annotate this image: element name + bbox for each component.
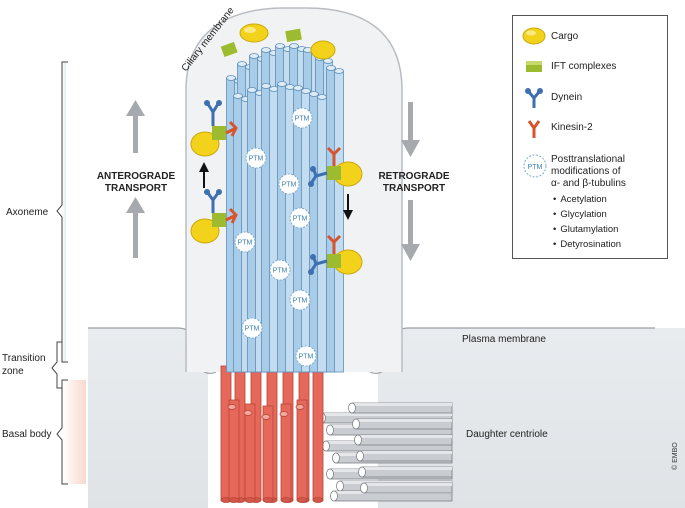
ptm-icon: PTM <box>523 154 547 178</box>
legend-ift: IFT complexes <box>551 61 617 72</box>
anterograde-label-line2: TRANSPORT <box>105 183 167 194</box>
retrograde-label-line2: TRANSPORT <box>383 183 445 194</box>
copyright-label: © EMBO <box>672 442 679 470</box>
ptm-marker: PTM <box>234 231 256 253</box>
ptm-marker: PTM <box>295 345 317 367</box>
transition-zone-bracket <box>51 341 62 389</box>
basal-body-tubule-end <box>227 404 237 410</box>
axoneme-microtubules <box>226 43 344 373</box>
legend-ptm-icon-text: PTM <box>528 164 543 171</box>
centriole-tubule <box>356 450 453 462</box>
daughter-centriole <box>318 402 453 502</box>
ptm-marker: PTM <box>291 107 313 129</box>
ptm-marker: PTM <box>241 317 263 339</box>
retrograde-train-upper <box>308 146 363 187</box>
basal-body-tubule <box>280 403 292 503</box>
ptm-marker-label: PTM <box>282 182 297 189</box>
legend-ptm-line3: α- and β-tubulins <box>551 178 626 189</box>
microtubule <box>293 85 311 373</box>
ptm-marker-label: PTM <box>295 116 310 123</box>
tip-cargo <box>220 23 336 60</box>
ift-complex-icon <box>526 61 542 72</box>
basal-body-tubule-end <box>295 404 305 410</box>
centriole-tubule <box>358 466 453 478</box>
kinesin-icon <box>527 120 541 138</box>
transition-zone-label-line1: Transition <box>2 353 46 364</box>
centriole-tubule <box>352 418 453 430</box>
legend-cargo: Cargo <box>551 31 579 42</box>
legend-bullet-detyrosination: Detyrosination <box>553 239 621 250</box>
ptm-marker: PTM <box>289 207 311 229</box>
legend-bullet-glycylation: Glycylation <box>553 209 606 220</box>
basal-body-tubule <box>262 405 274 503</box>
legend-bullet-acetylation: Acetylation <box>553 194 606 205</box>
axoneme-bracket <box>56 61 68 363</box>
basal-body-label: Basal body <box>2 429 51 440</box>
microtubule <box>309 91 327 373</box>
centriole-tubule <box>360 482 453 494</box>
legend: Cargo IFT complexes Dynein Kinesin-2 PTM… <box>512 15 668 259</box>
legend-ptm-line1: Posttranslational <box>551 154 625 165</box>
retrograde-arrows <box>401 102 420 261</box>
ptm-marker: PTM <box>278 173 300 195</box>
ptm-marker-label: PTM <box>245 326 260 333</box>
axoneme-label: Axoneme <box>6 207 49 218</box>
daughter-centriole-label: Daughter centriole <box>466 429 548 440</box>
retrograde-train-lower <box>308 234 363 275</box>
cargo-icon <box>522 27 546 45</box>
transition-zone-label-line2: zone <box>2 366 24 377</box>
anterograde-train-upper <box>190 100 238 157</box>
legend-bullet-glutamylation: Glutamylation <box>553 224 618 235</box>
microtubule <box>247 87 265 373</box>
ptm-marker-label: PTM <box>293 298 308 305</box>
centriole-tubule <box>354 434 453 446</box>
legend-dynein: Dynein <box>551 92 583 103</box>
basal-body-tubule-end <box>279 411 289 417</box>
train-direction-arrows <box>199 162 353 220</box>
microtubule <box>326 65 344 373</box>
microtubule <box>261 83 279 373</box>
ptm-markers: PTM PTM PTM PTM PTM PTM PTM PTM PTM <box>234 107 317 367</box>
basal-body-tubule <box>312 365 324 503</box>
legend-ptm-line2: modifications of <box>551 166 621 177</box>
basal-body-tubule <box>296 399 308 503</box>
basal-body-tubule-end <box>243 410 253 416</box>
ptm-marker-label: PTM <box>293 216 308 223</box>
anterograde-arrows <box>126 100 145 258</box>
ptm-marker: PTM <box>269 259 291 281</box>
ptm-marker-label: PTM <box>238 240 253 247</box>
centriole-tubule <box>348 402 453 414</box>
anterograde-train-lower <box>190 189 238 244</box>
plasma-membrane-label: Plasma membrane <box>462 334 546 345</box>
microtubule <box>277 81 295 373</box>
ptm-marker-label: PTM <box>249 156 264 163</box>
legend-kinesin: Kinesin-2 <box>551 122 593 133</box>
basal-body-tubule-end <box>261 414 271 420</box>
ptm-marker: PTM <box>245 147 267 169</box>
ptm-marker-label: PTM <box>273 268 288 275</box>
basal-body-tubule <box>244 403 256 503</box>
basal-body-bracket <box>56 379 86 485</box>
basal-body-tubule <box>228 399 240 503</box>
ptm-marker: PTM <box>289 289 311 311</box>
dynein-icon <box>525 88 543 108</box>
ptm-marker-label: PTM <box>299 354 314 361</box>
retrograde-label-line1: RETROGRADE <box>378 171 449 182</box>
anterograde-label-line1: ANTEROGRADE <box>97 171 176 182</box>
basal-body <box>220 365 324 503</box>
